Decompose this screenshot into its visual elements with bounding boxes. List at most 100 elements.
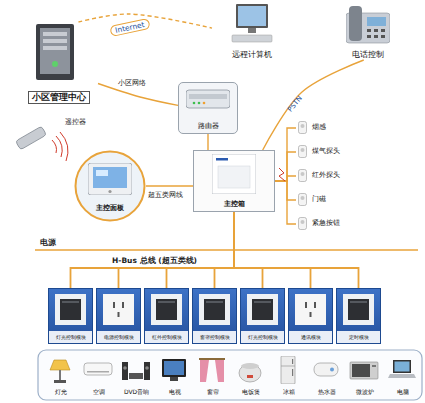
connector: [275, 181, 296, 224]
node-text: 窗帘: [207, 389, 219, 396]
bus-wire: [167, 212, 235, 288]
edge-label: 超五类网线: [148, 190, 183, 200]
module-plate: [55, 294, 86, 325]
wireless-waves: [52, 132, 68, 161]
appliance-node: 微波炉: [346, 354, 383, 398]
power-line: [35, 249, 418, 251]
appliance-node: 电视: [156, 354, 193, 398]
bus-wire: [234, 212, 311, 288]
connector: [275, 181, 296, 200]
edge-label: PSTN: [286, 94, 304, 113]
module-box: 窗帘控制模块: [192, 288, 237, 344]
appliance-node: 窗帘: [194, 354, 231, 398]
module-box: 灯光控制模块: [240, 288, 285, 344]
sensor-icon: [299, 218, 307, 230]
panel-icon: [88, 163, 132, 195]
sensor-node: 煤气探头: [296, 142, 376, 162]
sensor-icon: [299, 170, 307, 182]
control-box: 主控箱: [193, 150, 275, 212]
control-box-icon: [212, 154, 256, 194]
wireless-bolt: [279, 168, 285, 181]
node-text: 遥控器: [65, 119, 86, 127]
node-text: 主控箱: [224, 201, 245, 209]
curtain-icon: [199, 358, 225, 382]
node-text: 小区管理中心: [28, 91, 90, 104]
node-text: 红外控制模块: [152, 335, 182, 341]
node-text: 路由器: [198, 123, 219, 131]
module-plate: [247, 294, 278, 325]
node-text: 窗帘控制模块: [200, 335, 230, 341]
router-node: 路由器: [178, 82, 238, 134]
bus-wire: [71, 212, 235, 288]
module-plate: [343, 294, 374, 325]
computer-icon: [232, 4, 272, 42]
appliance-node: 热水器: [308, 354, 345, 398]
node-text: 通讯模块: [301, 335, 321, 341]
dvd-icon: [122, 362, 150, 380]
appliance-node: 冰箱: [270, 354, 307, 398]
node-text: 灯光控制模块: [56, 335, 86, 341]
power-label: 电源: [40, 238, 56, 248]
module-box: 灯光控制模块: [48, 288, 93, 344]
sensor-node: 门磁: [296, 190, 376, 210]
module-box: 红外控制模块: [144, 288, 189, 344]
node-text: 电话控制: [352, 51, 384, 60]
computer-node: 远程计算机: [212, 2, 292, 60]
sensor-node: 红外探头: [296, 166, 376, 186]
bus-wire: [234, 212, 263, 288]
node-text: DVD音响: [124, 389, 149, 396]
appliance-frame: [38, 350, 422, 400]
node-text: 远程计算机: [232, 51, 272, 60]
module-box: 电源控制模块: [96, 288, 141, 344]
node-text: 电源控制模块: [104, 335, 134, 341]
module-box: 通讯模块: [288, 288, 333, 344]
module-box: 定时模块: [336, 288, 381, 344]
node-text: 电饭煲: [242, 389, 260, 396]
node-text: 红外探头: [312, 172, 340, 179]
router-icon: [186, 90, 230, 108]
server-node: 小区管理中心: [20, 22, 98, 104]
node-text: 紧急按钮: [312, 220, 340, 227]
node-text: 冰箱: [283, 389, 295, 396]
edge-label: Internet: [109, 18, 150, 37]
remote-icon: [16, 126, 47, 150]
node-text: 灯光: [55, 389, 67, 396]
module-plate: [295, 294, 326, 325]
node-text: 门磁: [312, 196, 326, 203]
connector: [79, 14, 213, 28]
phone-node: 电话控制: [330, 2, 405, 60]
appliance-node: DVD音响: [118, 354, 155, 398]
sensor-icon: [299, 122, 307, 134]
module-plate: [151, 294, 182, 325]
node-text: 微波炉: [356, 389, 374, 396]
appliance-node: 空调: [80, 354, 117, 398]
circle-shape: [76, 152, 145, 221]
connector: [275, 128, 296, 181]
node-text: 空调: [93, 389, 105, 396]
sensor-icon: [299, 146, 307, 158]
bus-wire: [119, 212, 235, 288]
cooker-icon: [239, 363, 261, 382]
server-icon: [36, 24, 74, 80]
panel-circle: 主控面板: [74, 150, 146, 222]
connector: [146, 185, 193, 186]
node-text: 灯光控制模块: [248, 335, 278, 341]
module-plate: [103, 294, 134, 325]
appliance-node: 电饭煲: [232, 354, 269, 398]
heater-icon: [314, 363, 338, 376]
lamp-icon: [50, 360, 70, 383]
connector-group: [71, 14, 364, 288]
node-text: 烟感: [312, 124, 326, 131]
node-text: 定时模块: [349, 335, 369, 341]
ac-icon: [84, 363, 112, 375]
connector: [207, 134, 208, 150]
fridge-icon: [281, 356, 295, 384]
bus-wire: [215, 212, 235, 288]
connector: [275, 152, 296, 181]
tv-icon: [162, 359, 186, 381]
module-plate: [199, 294, 230, 325]
connector: [263, 60, 364, 150]
connector: [98, 84, 178, 106]
